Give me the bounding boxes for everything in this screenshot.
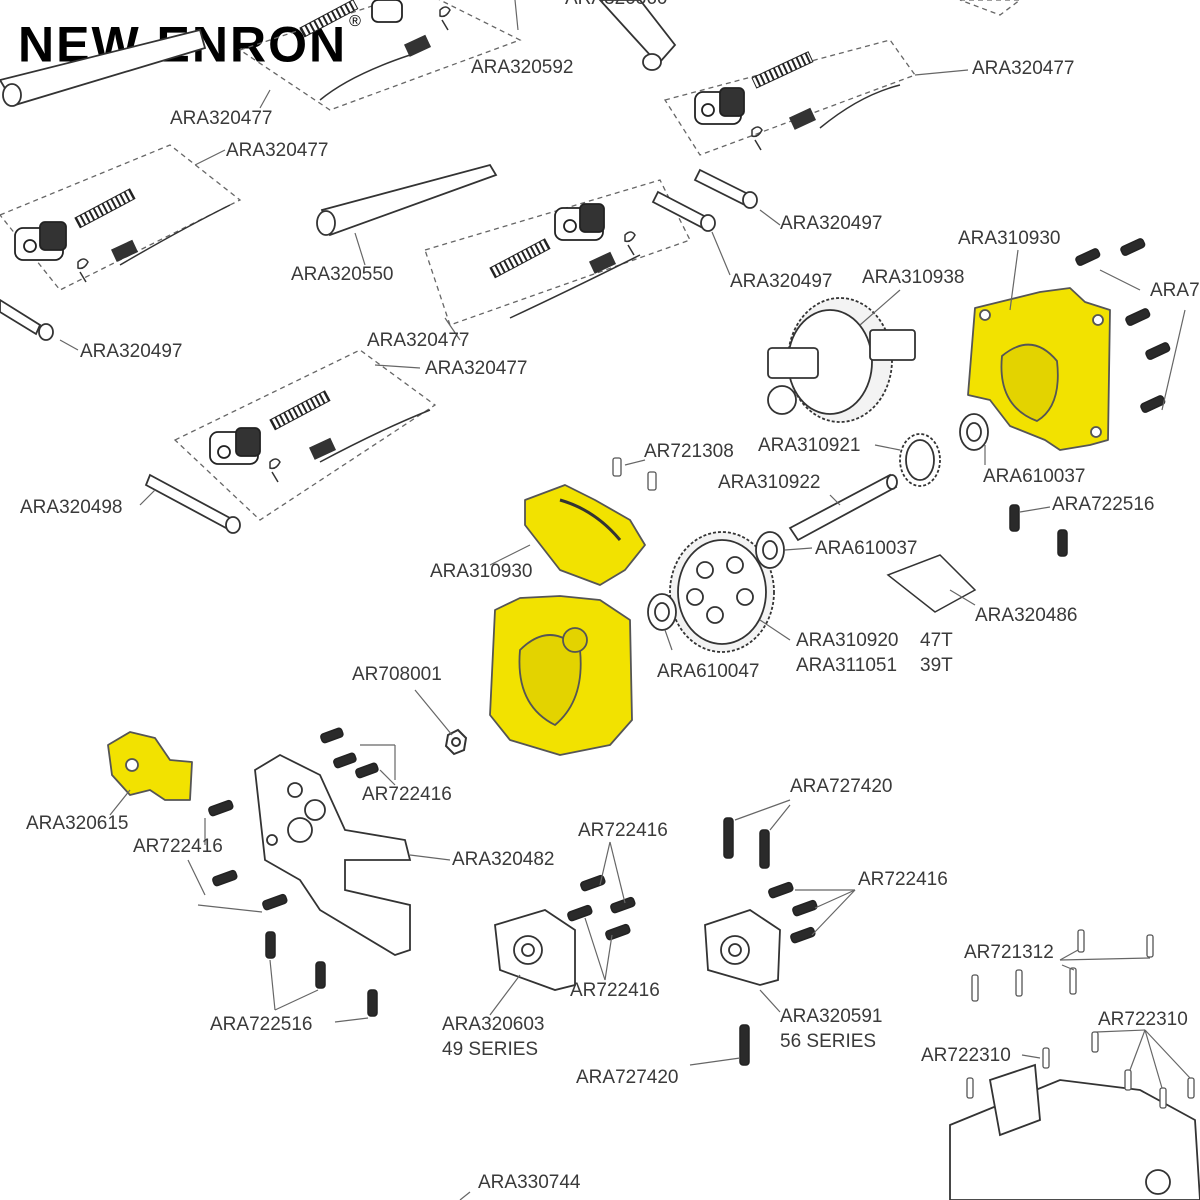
label-ara310938: ARA310938 — [862, 267, 965, 288]
label-ara7-partial: ARA7 — [1150, 280, 1200, 301]
label-ara610037-a: ARA610037 — [983, 466, 1086, 487]
strap-2 — [819, 84, 901, 129]
label-ar722310-b: AR722310 — [921, 1045, 1011, 1066]
pin-320497-c — [0, 298, 42, 336]
threaded-rod-1 — [299, 0, 359, 38]
motor-mount-320591 — [704, 909, 781, 986]
cv-joint-5 — [371, 0, 403, 23]
label-ara320498: ARA320498 — [20, 497, 123, 518]
label-ara320592: ARA320592 — [471, 57, 574, 78]
threaded-rod-4 — [489, 238, 551, 279]
label-ara320486: ARA320486 — [975, 605, 1078, 626]
drive-shaft-center — [320, 163, 498, 237]
strap-3 — [119, 204, 231, 266]
pinion-gear-310921 — [899, 433, 941, 487]
label-ar722416-d: AR722416 — [858, 869, 948, 890]
drive-shaft-top-left — [0, 28, 207, 107]
label-47t: 47T — [920, 630, 953, 651]
label-ara320550: ARA320550 — [291, 264, 394, 285]
group-box-top-right — [663, 39, 917, 156]
pin-320498 — [144, 473, 232, 530]
label-ara320477-b: ARA320477 — [170, 108, 273, 129]
strap-4 — [509, 254, 641, 319]
strap-5 — [319, 409, 431, 463]
drive-shaft-top-center — [598, 0, 677, 64]
bearing-610037-a — [959, 413, 989, 451]
label-ar722310-a: AR722310 — [1098, 1009, 1188, 1030]
pin-320497-a — [693, 168, 752, 207]
threaded-rod-2 — [751, 51, 814, 89]
gear-cover-310930 — [524, 484, 646, 586]
label-56series: 56 SERIES — [780, 1031, 877, 1052]
label-ar722416-c: AR722416 — [133, 836, 223, 857]
label-ara320497-b: ARA320497 — [730, 271, 833, 292]
label-ara610047: ARA610047 — [657, 661, 760, 682]
nut-708001 — [444, 728, 468, 756]
label-ar721312: AR721312 — [964, 942, 1054, 963]
label-ara320603: ARA320603 — [442, 1014, 545, 1035]
cv-joint-3 — [209, 427, 261, 465]
label-ara722516-a: ARA722516 — [1052, 494, 1155, 515]
motor-mount-320603 — [494, 909, 576, 991]
label-ar722416-a: AR722416 — [362, 784, 452, 805]
label-ara310930-a: ARA310930 — [958, 228, 1061, 249]
label-ara330744: ARA330744 — [478, 1172, 581, 1193]
label-ar722416-e: AR722416 — [570, 980, 660, 1001]
spur-gear-310920 — [669, 531, 775, 653]
top-shaft-310922 — [788, 473, 898, 542]
receiver-box-330744 — [949, 1063, 1200, 1200]
label-ara727420-a: ARA727420 — [790, 776, 893, 797]
label-ara320615: ARA320615 — [26, 813, 129, 834]
label-ara727420-b: ARA727420 — [576, 1067, 679, 1088]
label-ara310930-b: ARA310930 — [430, 561, 533, 582]
gasket-320486 — [886, 554, 977, 613]
label-ara320497-c: ARA320497 — [80, 341, 183, 362]
label-ar722416-b: AR722416 — [578, 820, 668, 841]
label-ar721308: AR721308 — [644, 441, 734, 462]
label-ara310920: ARA310920 — [796, 630, 899, 651]
label-ara320497-a: ARA320497 — [780, 213, 883, 234]
registered-mark: ® — [349, 13, 363, 30]
small-screws — [612, 457, 1195, 1109]
bearing-610047 — [647, 593, 677, 631]
label-ara310921: ARA310921 — [758, 435, 861, 456]
label-ara320591: ARA320591 — [780, 1006, 883, 1027]
group-box-lower-left — [173, 349, 437, 521]
label-ar708001: AR708001 — [352, 664, 442, 685]
screws — [208, 238, 1171, 1066]
label-ara722516-b: ARA722516 — [210, 1014, 313, 1035]
cv-joint-1 — [14, 221, 67, 261]
label-ara320477-a: ARA320477 — [972, 58, 1075, 79]
label-39t: 39T — [920, 655, 953, 676]
cv-joint-4 — [694, 87, 745, 125]
pin-320497-b — [651, 190, 710, 230]
leader-lines — [59, 0, 1191, 1200]
group-box-topright-edge — [959, 0, 1022, 16]
label-ara311051: ARA311051 — [796, 655, 898, 676]
cv-joint-2 — [554, 203, 605, 241]
label-ara310922: ARA310922 — [718, 472, 821, 493]
bearing-610037-b — [755, 531, 785, 569]
differential-310938 — [767, 297, 916, 423]
group-box-top — [238, 0, 522, 111]
motor-mount-part-320615 — [107, 731, 193, 801]
label-ara320477-d: ARA320477 — [367, 330, 470, 351]
label-ara320477-c: ARA320477 — [226, 140, 329, 161]
group-box-left — [0, 144, 242, 291]
label-ara320477-e: ARA320477 — [425, 358, 528, 379]
label-ara610037-b: ARA610037 — [815, 538, 918, 559]
label-ara320482: ARA320482 — [452, 849, 555, 870]
motor-plate-320482 — [254, 753, 412, 956]
label-49series: 49 SERIES — [442, 1039, 539, 1060]
group-box-middle — [424, 179, 691, 326]
label-ara320560: ARA320560 — [565, 0, 667, 10]
strap-1 — [319, 44, 431, 101]
threaded-rod-3 — [74, 188, 136, 229]
threaded-rod-5 — [269, 390, 331, 431]
